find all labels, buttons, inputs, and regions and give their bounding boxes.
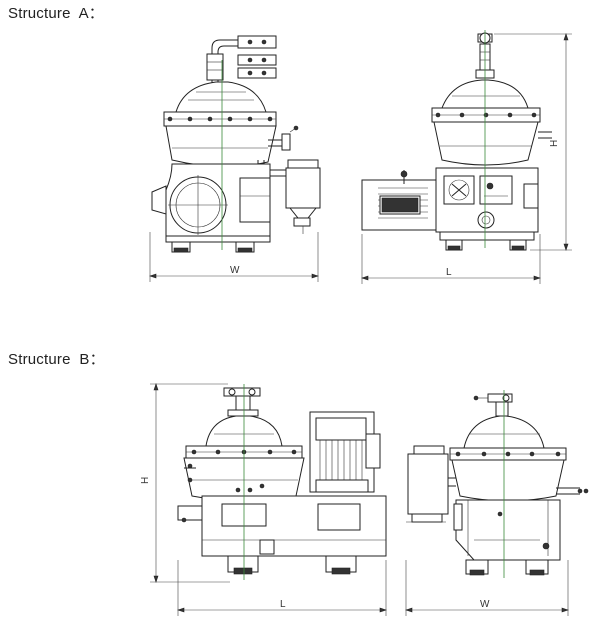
a-front-base [165, 235, 271, 243]
b-side-tank [406, 445, 456, 523]
b-front-length-dimension [177, 560, 387, 616]
a-front-width-label: W [230, 265, 240, 276]
a-side-height-label: H [549, 140, 560, 147]
a-front-width-dimension [149, 232, 319, 282]
b-front-height-dimension [150, 383, 230, 583]
structure-b-heading: Structure B： [8, 351, 105, 368]
structure-a-heading: Structure A： [8, 5, 104, 22]
structure-a-side-view: L H [361, 30, 572, 284]
b-side-width-dimension [405, 560, 569, 616]
a-front-side-tank [282, 159, 321, 234]
a-front-bowl-cover [175, 81, 267, 113]
b-side-body [455, 499, 561, 561]
b-front-motor [309, 411, 381, 493]
b-front-height-label: H [140, 477, 151, 484]
a-side-length-dimension [361, 234, 541, 284]
structure-a-front-view: W [149, 35, 321, 282]
a-side-length-label: L [446, 267, 452, 278]
a-front-top-pipes [206, 35, 277, 85]
a-side-motor [361, 170, 437, 231]
a-side-height-dimension [494, 33, 572, 251]
structure-b-side-view: W [405, 390, 589, 616]
structure-b-front-view: H L [140, 383, 387, 616]
b-front-length-label: L [280, 599, 286, 610]
b-side-width-label: W [480, 599, 490, 610]
a-front-frame-hood [165, 125, 277, 167]
